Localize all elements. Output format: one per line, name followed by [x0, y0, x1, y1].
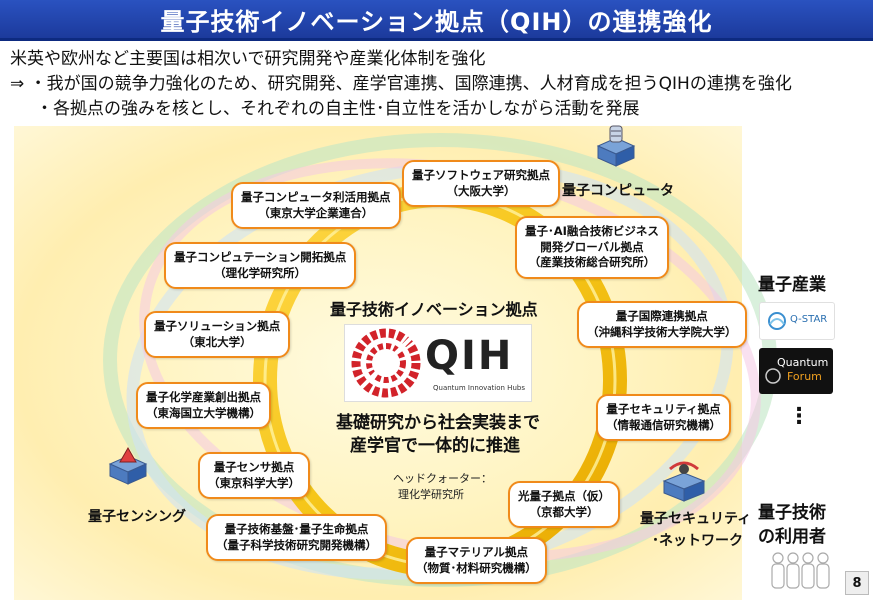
security-network-icon [662, 461, 706, 502]
hub-quantum-international: 量子国際連携拠点（沖縄科学技術大学院大学） [577, 301, 747, 349]
hub-quantum-solution: 量子ソリューション拠点（東北大学） [144, 311, 291, 359]
field-quantum-computer: 量子コンピュータ [562, 183, 674, 199]
qstar-logo-mark [768, 312, 786, 330]
more-ellipsis: ⋮ [788, 404, 810, 429]
quantum-forum-mark [765, 368, 781, 384]
hub-quantum-sensor: 量子センサ拠点（東京科学大学） [198, 452, 310, 500]
hub-quantum-ai-business: 量子･AI融合技術ビジネス開発グローバル拠点（産業技術総合研究所） [515, 216, 669, 279]
qih-logo: QIH Quantum Innovation Hubs [344, 324, 532, 402]
qstar-logo-text: Q-STAR [790, 314, 828, 325]
hub-photonic-quantum: 光量子拠点（仮）（京都大学） [508, 481, 620, 529]
quantum-computer-icon [596, 125, 636, 167]
quantum-industry-label: 量子産業 [758, 275, 826, 295]
qih-logo-mark [351, 328, 421, 398]
quantum-forum-logo: Quantum Forum [759, 348, 833, 394]
quantum-forum-text-1: Quantum [777, 356, 829, 369]
quantum-users-line-1: 量子技術 [758, 503, 826, 523]
field-security-line-2: ･ネットワーク [652, 533, 743, 549]
users-icon [771, 552, 830, 589]
hub-quantum-chemistry: 量子化学産業創出拠点（東海国立大学機構） [136, 382, 271, 430]
hub-quantum-security: 量子セキュリティ拠点（情報通信研究機構） [596, 394, 731, 442]
quantum-users-line-2: の利用者 [758, 527, 826, 547]
hub-quantum-software: 量子ソフトウェア研究拠点（大阪大学） [402, 160, 560, 208]
hub-quantum-foundation-life: 量子技術基盤･量子生命拠点（量子科学技術研究開発機構） [206, 514, 387, 562]
hq-name: 理化学研究所 [398, 488, 464, 501]
qih-logo-subtitle: Quantum Innovation Hubs [433, 384, 525, 392]
quantum-forum-text-2: Forum [787, 370, 822, 383]
quantum-sensor-icon [108, 446, 148, 485]
hub-quantum-computer-utilization: 量子コンピュータ利活用拠点（東京大学企業連合） [231, 182, 401, 230]
qstar-logo: Q-STAR [759, 302, 835, 340]
center-message-line-2: 産学官で一体的に推進 [350, 436, 520, 456]
intro-line-1: 米英や欧州など主要国は相次いで研究開発や産業化体制を強化 [10, 49, 486, 69]
field-security-line-1: 量子セキュリティ [640, 511, 752, 527]
field-quantum-sensing: 量子センシング [88, 509, 186, 525]
hq-label: ヘッドクォーター： [393, 472, 492, 485]
qih-logo-text: QIH [425, 333, 514, 379]
intro-line-2: ⇒ ・我が国の競争力強化のため、研究開発、産学官連携、国際連携、人材育成を担うQ… [10, 74, 792, 94]
hub-quantum-materials: 量子マテリアル拠点（物質･材料研究機構） [406, 537, 547, 585]
center-message-line-1: 基礎研究から社会実装まで [336, 413, 540, 433]
hub-quantum-computation: 量子コンピュテーション開拓拠点（理化学研究所） [164, 242, 357, 290]
page-number: 8 [845, 571, 869, 595]
page-title: 量子技術イノベーション拠点（QIH）の連携強化 [0, 0, 873, 41]
center-title: 量子技術イノベーション拠点 [330, 300, 538, 319]
intro-line-3: ・各拠点の強みを核とし、それぞれの自主性･自立性を活かしながら活動を発展 [36, 99, 640, 119]
